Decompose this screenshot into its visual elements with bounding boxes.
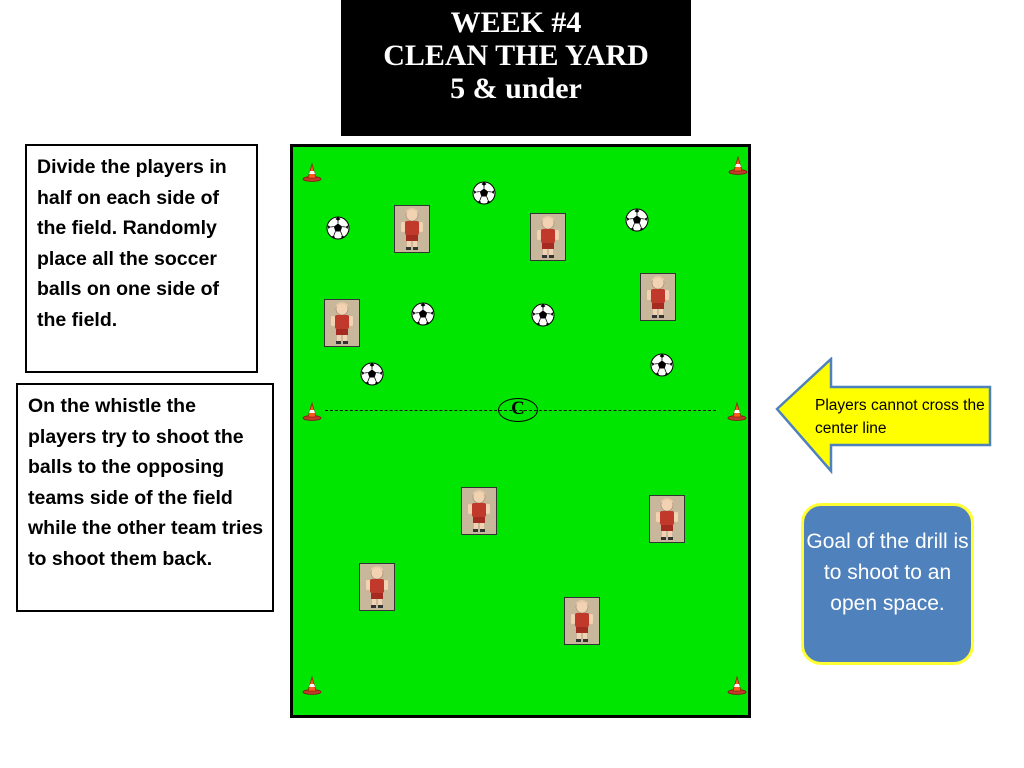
- player-icon: [564, 597, 600, 645]
- cone-icon: [727, 401, 747, 421]
- player-icon: [640, 273, 676, 321]
- goal-box: Goal of the drill is to shoot to an open…: [801, 503, 974, 665]
- soccer-ball-icon: [531, 303, 555, 327]
- soccer-ball-icon: [472, 181, 496, 205]
- soccer-ball-icon: [411, 302, 435, 326]
- cone-icon: [302, 162, 322, 182]
- player-icon: [530, 213, 566, 261]
- title-drill-name: CLEAN THE YARD: [383, 39, 649, 72]
- cone-icon: [727, 675, 747, 695]
- cone-icon: [728, 155, 748, 175]
- player-icon: [324, 299, 360, 347]
- coach-marker: C: [498, 398, 538, 422]
- player-icon: [394, 205, 430, 253]
- title-age-group: 5 & under: [450, 72, 582, 105]
- cone-icon: [302, 675, 322, 695]
- soccer-ball-icon: [625, 208, 649, 232]
- player-icon: [649, 495, 685, 543]
- callout-text: Players cannot cross the center line: [815, 397, 985, 437]
- title-week: WEEK #4: [450, 6, 582, 39]
- soccer-ball-icon: [326, 216, 350, 240]
- setup-instructions: Divide the players in half on each side …: [25, 144, 258, 373]
- center-line-callout-arrow: [775, 357, 992, 475]
- player-icon: [359, 563, 395, 611]
- player-icon: [461, 487, 497, 535]
- cone-icon: [302, 401, 322, 421]
- play-instructions: On the whistle the players try to shoot …: [16, 383, 274, 612]
- title-banner: WEEK #4 CLEAN THE YARD 5 & under: [341, 0, 691, 136]
- soccer-field: C: [290, 144, 751, 718]
- soccer-ball-icon: [650, 353, 674, 377]
- soccer-ball-icon: [360, 362, 384, 386]
